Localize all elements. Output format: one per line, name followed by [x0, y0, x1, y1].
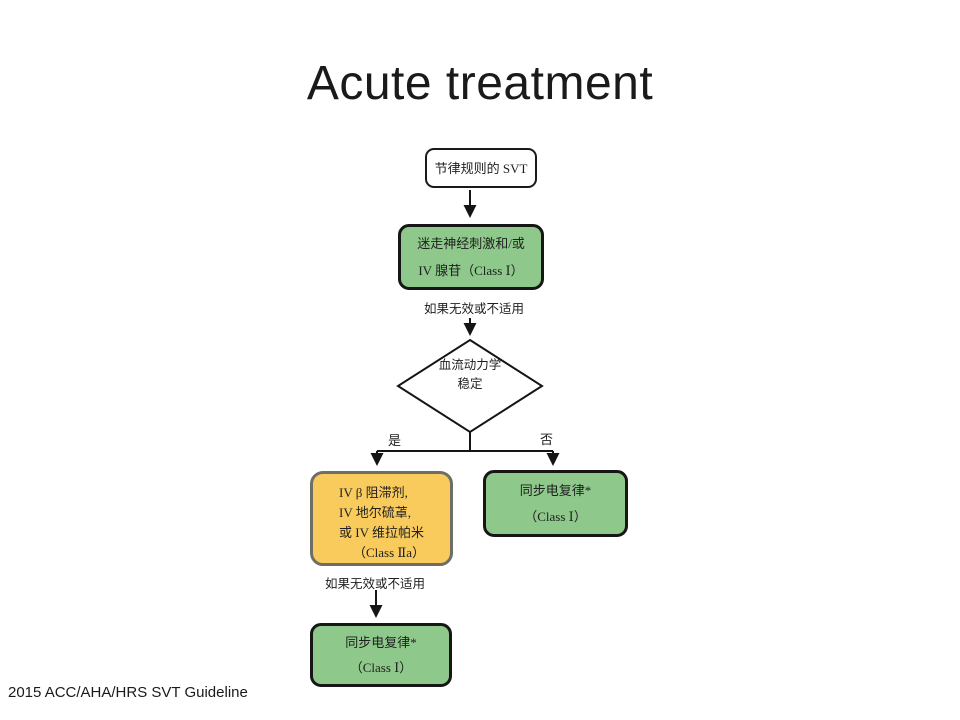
node-regular-svt: 节律规则的 SVT	[425, 148, 537, 188]
condition-label-1: 如果无效或不适用	[423, 302, 524, 316]
vagal-line2: IV 腺苷（Class Ⅰ）	[418, 263, 524, 278]
drugs-line3: 或 IV 维拉帕米	[339, 525, 424, 540]
cardioversion-bottom-line1: 同步电复律*	[345, 635, 417, 650]
node-vagal-adenosine: 迷走神经刺激和/或 IV 腺苷（Class Ⅰ）	[398, 224, 544, 290]
decision-label: 血流动力学 稳定	[398, 356, 542, 394]
node-cardioversion-bottom: 同步电复律* （Class Ⅰ）	[310, 623, 452, 687]
cardioversion-right-line1: 同步电复律*	[519, 482, 592, 498]
vagal-line1: 迷走神经刺激和/或	[417, 236, 525, 251]
guideline-citation: 2015 ACC/AHA/HRS SVT Guideline	[8, 684, 248, 701]
branch-yes-label: 是	[388, 433, 402, 448]
decision-line2: 稳定	[457, 377, 483, 391]
cardioversion-right-line2: （Class Ⅰ）	[524, 508, 587, 524]
decision-line1: 血流动力学	[438, 358, 502, 372]
drugs-line2: IV 地尔硫䓬,	[339, 505, 411, 520]
drugs-line1: IV β 阻滞剂,	[339, 485, 408, 500]
branch-no-label: 否	[540, 432, 554, 447]
node-cardioversion-right: 同步电复律* （Class Ⅰ）	[483, 470, 628, 537]
node-regular-svt-label: 节律规则的 SVT	[434, 160, 528, 176]
cardioversion-bottom-line2: （Class Ⅰ）	[349, 660, 413, 675]
drugs-class-label: （Class Ⅱa）	[352, 545, 426, 560]
node-iv-drugs: IV β 阻滞剂, IV 地尔硫䓬, 或 IV 维拉帕米 （Class Ⅱa）	[310, 471, 453, 566]
page-title: Acute treatment	[306, 57, 654, 110]
condition-label-2: 如果无效或不适用	[324, 577, 425, 591]
